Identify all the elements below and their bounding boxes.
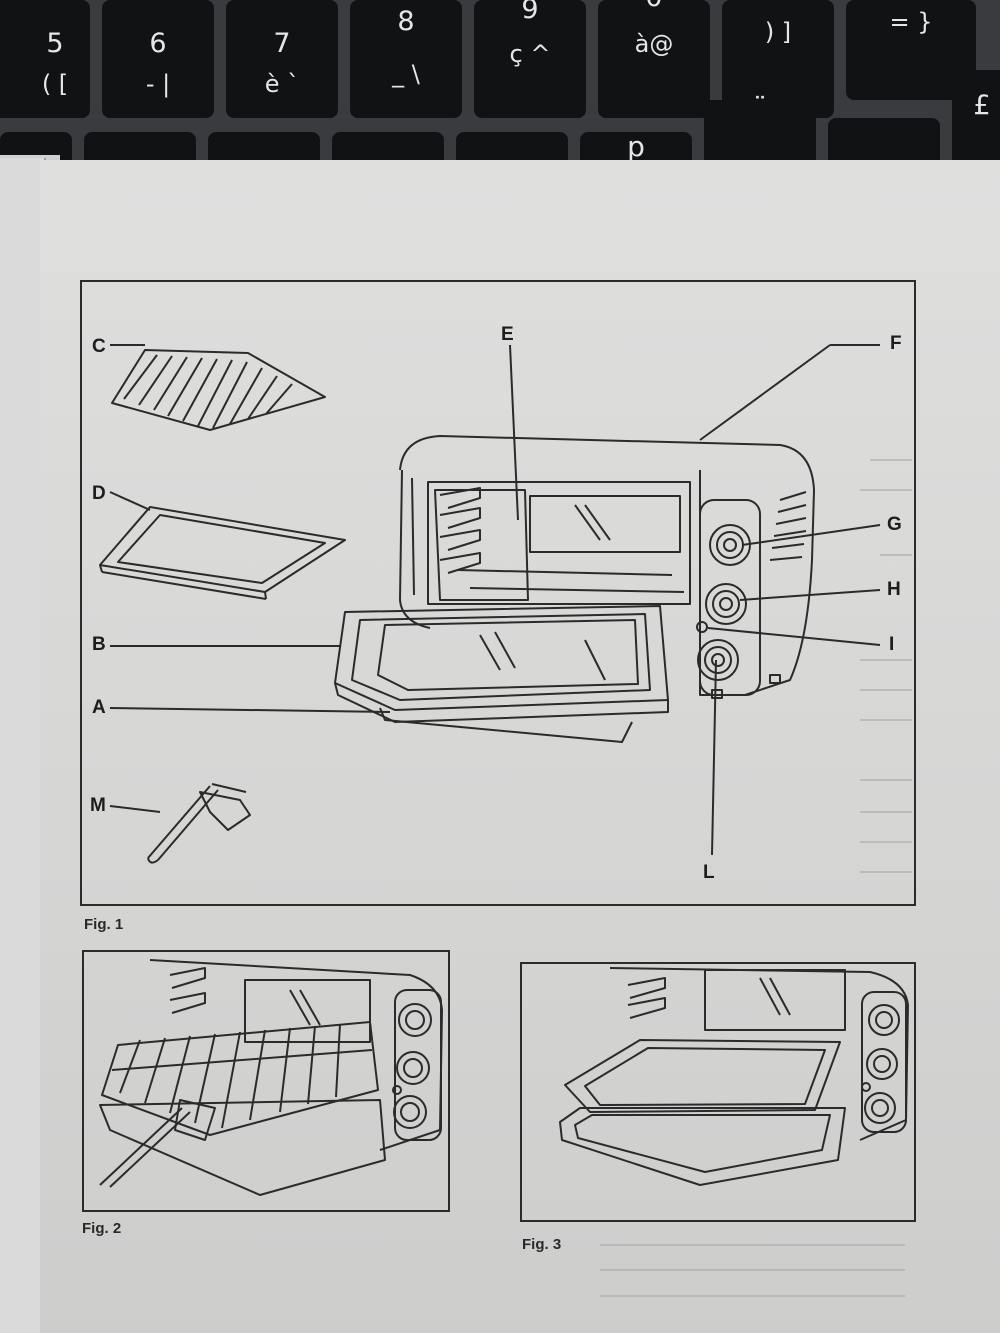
callout-f: F: [890, 333, 902, 354]
key-9: 9 ç ^: [474, 0, 586, 118]
callout-h: H: [887, 579, 901, 600]
callout-e: E: [501, 324, 514, 345]
figure2-caption: Fig. 2: [82, 1220, 122, 1237]
key-5: 5 ( [: [0, 0, 90, 118]
callout-b: B: [92, 634, 106, 655]
callout-a: A: [92, 697, 106, 718]
callout-l: L: [703, 862, 715, 883]
key-8: 8 _ \: [350, 0, 462, 118]
figure3-frame: [520, 962, 916, 1222]
figure2-frame: [82, 950, 450, 1212]
callout-m: M: [90, 795, 106, 816]
callout-g: G: [887, 514, 902, 535]
figure1-frame: [80, 280, 916, 906]
callout-d: D: [92, 483, 106, 504]
baking-tray-d: [99, 506, 346, 600]
figure3-drawing: [559, 967, 909, 1186]
callout-c: C: [92, 336, 106, 357]
callout-i: I: [889, 634, 895, 655]
oven-body: [334, 435, 815, 743]
key-6: 6 - |: [102, 0, 214, 118]
key-7: 7 è `: [226, 0, 338, 118]
figure2-drawing: [99, 959, 443, 1196]
key-0: 0 à@: [598, 0, 710, 118]
figure3-caption: Fig. 3: [522, 1236, 562, 1253]
grill-rack-c: [111, 349, 326, 431]
key-parenthesis: ) ]: [722, 0, 834, 118]
tray-handle-m: [147, 783, 251, 864]
figure1-caption: Fig. 1: [84, 916, 124, 933]
